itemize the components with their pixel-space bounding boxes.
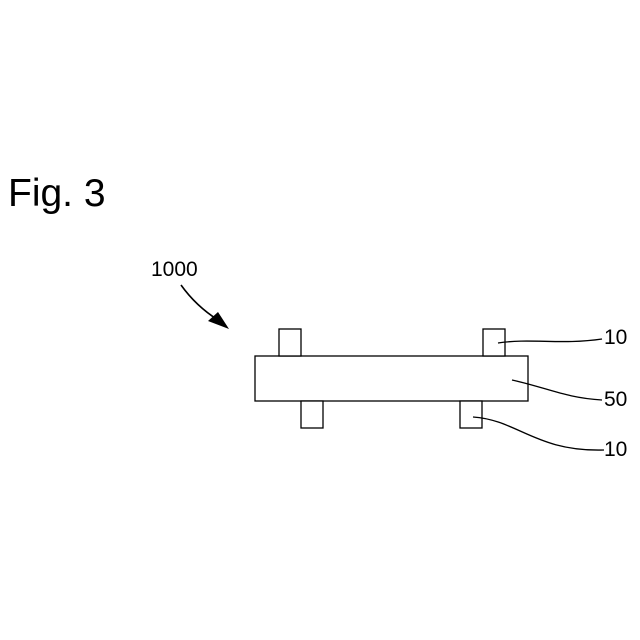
lower-tab-ref-label: 10 xyxy=(604,439,627,460)
lower-tab-left xyxy=(301,401,323,428)
strip-ref-label: 50 xyxy=(604,389,627,410)
assembly-leader-arrow xyxy=(181,285,218,320)
assembly-ref-label: 1000 xyxy=(151,259,198,280)
lower-tab-leader-line xyxy=(473,417,604,450)
strip-body xyxy=(255,356,528,401)
upper-tab-ref-label: 10 xyxy=(604,327,627,348)
lower-tab-right xyxy=(460,401,482,428)
upper-tab-left xyxy=(279,329,301,356)
upper-tab-leader-line xyxy=(498,339,602,343)
